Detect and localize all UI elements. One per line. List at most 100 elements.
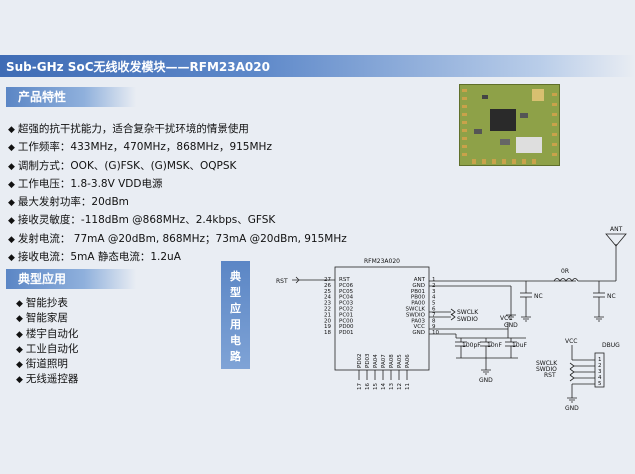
application-item: ◆楼宇自动化 [16,327,78,342]
chip-pin-name: PA03 [411,318,425,324]
chip-name: RFM23A020 [364,258,400,265]
feature-list: ◆超强的抗干扰能力，适合复杂干扰环境的情景使用 ◆工作频率：433MHz，470… [8,120,347,266]
diamond-bullet-icon: ◆ [8,179,15,190]
feature-item: ◆接收电流：5mA 静态电流：1.2uA [8,248,347,266]
dbug-pin-number: 2 [598,363,602,369]
page-title: Sub-GHz SoC无线收发模块——RFM23A020 [6,60,270,74]
chip-pin-number: 20 [324,318,331,324]
ant-label: ANT [610,226,623,233]
features-heading: 产品特性 [6,87,136,107]
dbug-pin-number: 4 [598,375,602,381]
feature-item: ◆调制方式：OOK、(G)FSK、(G)MSK、OQPSK [8,157,347,175]
chip-pin-name: PA00 [411,301,425,307]
chip-pin-name: PD02 [357,353,363,368]
chip-pin-name: SWDIO [406,312,426,318]
chip-pin-name: PA08 [389,354,395,368]
cap-label-3: 10uF [512,342,527,349]
chip-pin-name: PC04 [339,295,354,301]
rst-label: RST [276,278,288,285]
chip-pin-number: 13 [389,383,395,390]
swdio-label: SWDIO [457,316,478,323]
chip-pin-name: PB01 [411,289,425,295]
chip-pin-number: 27 [324,277,331,283]
chip-pin-number: 15 [373,383,379,390]
chip-pin-number: 25 [324,289,331,295]
chip-pin-name: PD03 [365,353,371,368]
debug-connector-body [594,352,605,388]
chip-pin-name: PA06 [405,354,411,368]
circuit-heading-char: 应 [230,302,241,315]
chip-pin-number: 6 [432,307,436,313]
diamond-bullet-icon: ◆ [8,143,15,154]
circuit-heading-char: 型 [230,286,241,299]
dbug-swclk-label: SWCLK [536,360,558,367]
application-item: ◆无线遥控器 [16,372,78,387]
application-text: 街道照明 [25,358,68,371]
feature-text: 工作频率：433MHz，470MHz，868MHz，915MHz [17,141,272,154]
dbug-rst-label: RST [544,372,556,379]
application-item: ◆智能家居 [16,311,78,326]
application-text: 智能抄表 [25,297,68,309]
chip-pin-name: PC03 [339,301,354,307]
diamond-bullet-icon: ◆ [8,198,15,209]
feature-text: 调制方式：OOK、(G)FSK、(G)MSK、OQPSK [17,159,237,172]
chip-pin-name: PC06 [339,283,354,289]
vcc-label: VCC [500,315,512,322]
dbug-pin-number: 3 [598,369,602,375]
diamond-bullet-icon: ◆ [16,375,23,386]
feature-item: ◆发射电流： 77mA @20dBm, 868MHz；73mA @20dBm, … [8,230,347,248]
applications-heading: 典型应用 [6,269,136,289]
application-text: 工业自动化 [25,342,79,355]
chip-pin-number: 7 [432,312,436,318]
diamond-bullet-icon: ◆ [8,253,15,264]
chip-pin-name: RST [339,277,350,283]
application-item: ◆工业自动化 [16,342,78,357]
feature-item: ◆接收灵敏度：-118dBm @868MHz、2.4kbps、GFSK [8,211,347,229]
chip-pin-number: 8 [432,318,436,324]
feature-text: 最大发射功率：20dBm [17,196,129,209]
swd-arrow-icon [450,308,456,321]
chip-pin-name: PA07 [381,354,387,368]
diamond-bullet-icon: ◆ [8,216,15,227]
application-text: 楼宇自动化 [25,327,79,340]
inductor-label: 0R [561,268,569,275]
chip-pin-number: 24 [324,295,331,301]
feature-text: 工作电压：1.8-3.8V VDD电源 [17,177,163,190]
rst-arrow-icon [292,276,300,284]
gnd-label-chip: GND [504,322,518,329]
chip-pin-number: 1 [432,277,436,283]
chip-pin-name: PA05 [397,354,403,368]
feature-text: 发射电流： 77mA @20dBm, 868MHz；73mA @20dBm, 9… [17,232,347,245]
circuit-heading-char: 典 [230,270,241,283]
cap-label-2: 10nF [487,342,502,349]
feature-text: 超强的抗干扰能力，适合复杂干扰环境的情景使用 [17,123,249,135]
chip-pin-name: PA04 [373,354,379,368]
diamond-bullet-icon: ◆ [16,344,23,355]
antenna-icon [605,233,627,247]
chip-pin-name: PC05 [339,289,354,295]
gnd-label-caps: GND [479,377,493,384]
diamond-bullet-icon: ◆ [8,234,15,245]
diamond-bullet-icon: ◆ [16,299,23,309]
application-list: ◆智能抄表 ◆智能家居 ◆楼宇自动化 ◆工业自动化 ◆街道照明 ◆无线遥控器 [16,296,78,388]
chip-pin-number: 9 [432,324,436,330]
application-item: ◆街道照明 [16,357,78,372]
chip-pin-number: 4 [432,295,436,301]
chip-pin-name: SWCLK [406,307,426,313]
chip-pin-name: PC00 [339,318,354,324]
circuit-heading-char: 电 [230,334,241,347]
chip-pin-name: PC01 [339,312,353,318]
features-heading-text: 产品特性 [18,90,67,104]
diamond-bullet-icon: ◆ [8,125,15,135]
title-bar: Sub-GHz SoC无线收发模块——RFM23A020 [0,55,635,77]
chip-pin-name: PB00 [411,295,426,301]
diamond-bullet-icon: ◆ [8,161,15,172]
chip-pin-name: PC02 [339,307,353,313]
chip-body [334,266,430,371]
circuit-heading-char: 用 [230,318,241,331]
feature-item: ◆工作频率：433MHz，470MHz，868MHz，915MHz [8,138,347,156]
circuit-heading-char: 路 [230,350,241,363]
chip-pin-number: 22 [324,307,331,313]
swclk-label: SWCLK [457,309,479,316]
application-text: 无线遥控器 [25,373,79,386]
